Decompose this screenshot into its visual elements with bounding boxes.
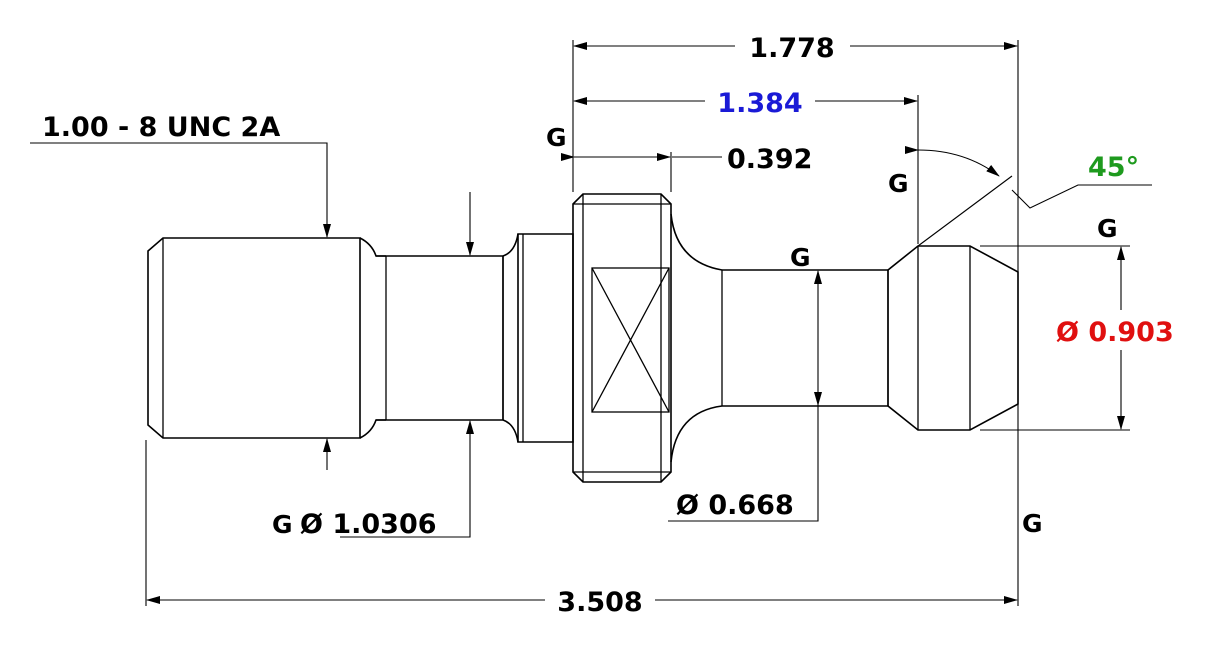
thread-section xyxy=(147,237,361,439)
relief-fillet-bottom xyxy=(502,419,519,443)
label-relief-prefix: G xyxy=(272,510,293,539)
thread-relief-transition-top xyxy=(359,237,386,257)
neck-dim-leader xyxy=(668,338,822,522)
label-chamfer-angle: 45° xyxy=(1088,152,1139,183)
dimension-labels: 1.778 1.384 0.392 1.00 - 8 UNC 2A G Ø 1.… xyxy=(42,33,1174,618)
label-relief-diameter: Ø 1.0306 xyxy=(300,509,437,540)
label-flange-to-cone: 1.384 xyxy=(717,88,802,119)
datum-label-end: G xyxy=(1022,509,1043,538)
wrench-flat xyxy=(591,267,670,413)
neck-fillet-bottom xyxy=(670,405,723,463)
wrench-flat-diagonal-2 xyxy=(591,267,670,413)
dimension-lines xyxy=(30,42,1152,604)
extension-lines xyxy=(145,40,1130,606)
flange xyxy=(572,193,672,483)
ext-cone-angle xyxy=(917,175,1013,247)
datum-label-neck: G xyxy=(790,243,811,272)
label-neck-diameter: Ø 0.668 xyxy=(676,490,794,521)
relief-section xyxy=(376,255,504,421)
label-flange-to-end: 1.778 xyxy=(749,33,834,64)
label-thread-spec: 1.00 - 8 UNC 2A xyxy=(42,112,280,143)
thread-leader xyxy=(30,142,331,238)
label-flange-width: 0.392 xyxy=(727,144,812,175)
label-head-diameter: Ø 0.903 xyxy=(1056,317,1174,348)
datum-label-flange: G xyxy=(546,123,567,152)
neck xyxy=(722,269,889,407)
relief-dim-leader xyxy=(340,420,474,538)
neck-fillet-top xyxy=(670,213,723,271)
datum-label-cone: G xyxy=(888,169,909,198)
label-overall-length: 3.508 xyxy=(557,587,642,618)
relief-fillet-top xyxy=(502,233,519,257)
pull-stud-outline xyxy=(147,193,1019,483)
angle-leader xyxy=(1011,184,1152,209)
thread-relief-transition-bottom xyxy=(359,419,386,439)
cone-head xyxy=(887,245,1019,431)
datum-label-head: G xyxy=(1097,214,1118,243)
datum-labels: G G G G G xyxy=(546,123,1118,538)
angle-arc xyxy=(904,145,1000,177)
shoulder-section xyxy=(517,233,574,443)
